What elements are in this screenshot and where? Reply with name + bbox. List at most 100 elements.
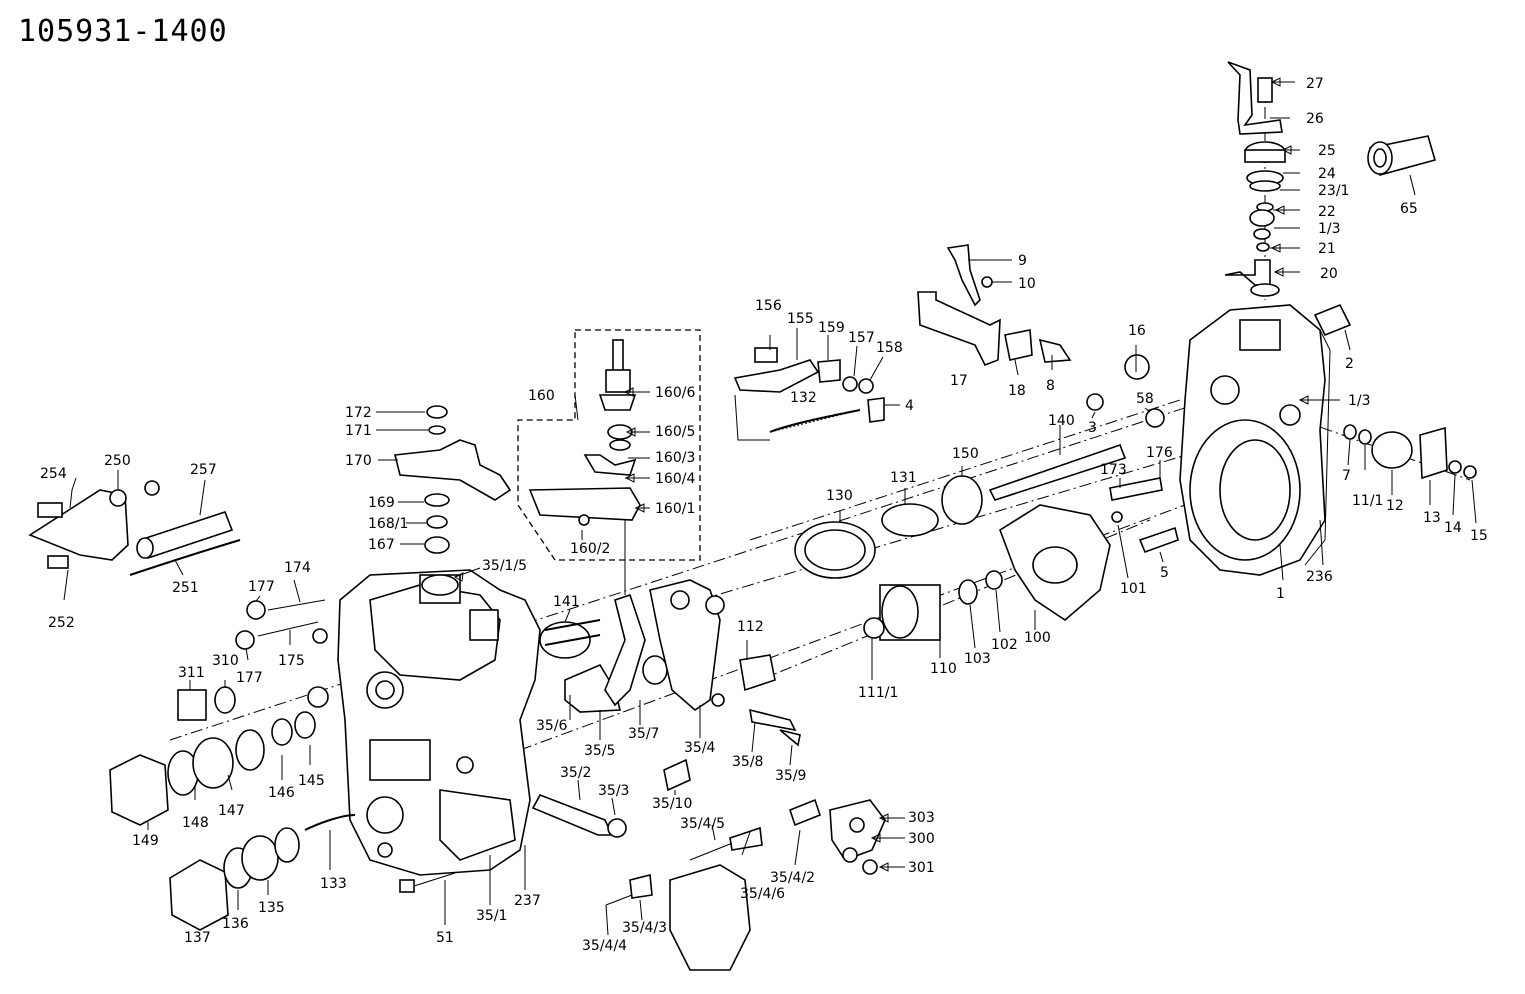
label-4: 4 — [905, 398, 914, 414]
label-250: 250 — [104, 453, 131, 469]
label-5: 5 — [1160, 565, 1169, 581]
label-175: 175 — [278, 653, 305, 669]
label-137: 137 — [184, 930, 211, 946]
label-35-4-5: 35/4/5 — [680, 816, 725, 832]
label-21: 21 — [1318, 241, 1336, 257]
label-35-3: 35/3 — [598, 783, 629, 799]
label-24: 24 — [1318, 166, 1336, 182]
label-35-4-6: 35/4/6 — [740, 886, 785, 902]
label-22: 22 — [1318, 204, 1336, 220]
label-11-1: 11/1 — [1352, 493, 1383, 509]
label-132: 132 — [790, 390, 817, 406]
label-15: 15 — [1470, 528, 1488, 544]
label-130: 130 — [826, 488, 853, 504]
label-160: 160 — [528, 388, 555, 404]
label-101: 101 — [1120, 581, 1147, 597]
label-35-1-5: 35/1/5 — [482, 558, 527, 574]
pump-housing — [1179, 304, 1331, 576]
label-35-6: 35/6 — [536, 718, 568, 734]
label-35-4: 35/4 — [684, 740, 716, 756]
label-310: 310 — [212, 653, 239, 669]
label-149: 149 — [132, 833, 159, 849]
label-158: 158 — [876, 340, 903, 356]
label-160-4: 160/4 — [655, 471, 695, 487]
label-148: 148 — [182, 815, 209, 831]
label-300: 300 — [908, 831, 935, 847]
label-112: 112 — [737, 619, 764, 635]
label-35-8: 35/8 — [732, 754, 763, 770]
label-12: 12 — [1386, 498, 1404, 514]
label-65: 65 — [1400, 201, 1418, 217]
label-160-5: 160/5 — [655, 424, 695, 440]
label-27: 27 — [1306, 76, 1324, 92]
label-170: 170 — [345, 453, 372, 469]
leader-lines — [63, 81, 1477, 936]
group-170 — [394, 405, 512, 596]
label-100: 100 — [1024, 630, 1051, 646]
label-257: 257 — [190, 462, 217, 478]
group-35 — [531, 579, 801, 838]
label-8: 8 — [1046, 378, 1055, 394]
label-146: 146 — [268, 785, 295, 801]
label-103: 103 — [964, 651, 991, 667]
label-18: 18 — [1008, 383, 1026, 399]
label-251: 251 — [172, 580, 199, 596]
label-3: 3 — [1088, 420, 1097, 436]
label-51: 51 — [436, 930, 454, 946]
label-35-4-3: 35/4/3 — [622, 920, 667, 936]
linkage-group — [733, 347, 885, 441]
label-35-10: 35/10 — [652, 796, 692, 812]
label-156: 156 — [755, 298, 782, 314]
label-157: 157 — [848, 330, 875, 346]
label-135: 135 — [258, 900, 285, 916]
label-136: 136 — [222, 916, 249, 932]
label-160-6: 160/6 — [655, 385, 695, 401]
label-10: 10 — [1018, 276, 1036, 292]
label-177-b: 177 — [236, 670, 263, 686]
label-35-1: 35/1 — [476, 908, 507, 924]
label-1-3-top: 1/3 — [1318, 221, 1341, 237]
label-252: 252 — [48, 615, 75, 631]
label-303: 303 — [908, 810, 935, 826]
label-150: 150 — [952, 446, 979, 462]
label-236: 236 — [1306, 569, 1333, 585]
delivery-valve-stack — [1224, 61, 1286, 297]
label-173: 173 — [1100, 462, 1127, 478]
label-140: 140 — [1048, 413, 1075, 429]
label-133: 133 — [320, 876, 347, 892]
label-35-2: 35/2 — [560, 765, 591, 781]
screws-174-177 — [235, 599, 328, 650]
label-35-5: 35/5 — [584, 743, 615, 759]
label-9: 9 — [1018, 253, 1027, 269]
label-254: 254 — [40, 466, 67, 482]
governor-springs — [794, 303, 1477, 641]
label-172: 172 — [345, 405, 372, 421]
plugs-145-149 — [109, 686, 329, 826]
label-58: 58 — [1136, 391, 1154, 407]
label-167: 167 — [368, 537, 395, 553]
group-250 — [28, 480, 241, 576]
governor-housing — [337, 569, 541, 876]
label-177-a: 177 — [248, 579, 275, 595]
label-155: 155 — [787, 311, 814, 327]
diagram-title: 105931-1400 — [18, 14, 228, 49]
label-16: 16 — [1128, 323, 1146, 339]
label-14: 14 — [1444, 520, 1462, 536]
label-159: 159 — [818, 320, 845, 336]
plugs-133-137 — [169, 814, 456, 931]
label-160-2: 160/2 — [570, 541, 610, 557]
label-160-1: 160/1 — [655, 501, 695, 517]
label-174: 174 — [284, 560, 311, 576]
label-26: 26 — [1306, 111, 1324, 127]
label-7: 7 — [1342, 468, 1351, 484]
label-171: 171 — [345, 423, 372, 439]
nut-65 — [1367, 135, 1436, 176]
label-35-4-2: 35/4/2 — [770, 870, 815, 886]
label-147: 147 — [218, 803, 245, 819]
label-176: 176 — [1146, 445, 1173, 461]
label-35-7: 35/7 — [628, 726, 659, 742]
label-301: 301 — [908, 860, 935, 876]
label-160-3: 160/3 — [655, 450, 695, 466]
label-145: 145 — [298, 773, 325, 789]
